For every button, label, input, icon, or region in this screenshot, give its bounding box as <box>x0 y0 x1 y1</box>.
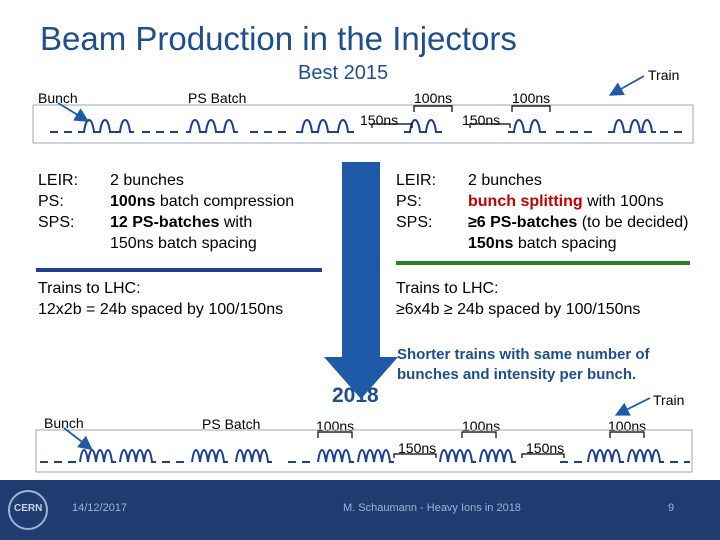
bunch-pair <box>608 119 646 133</box>
bunch-quad <box>627 449 664 463</box>
ps-label: PS: <box>396 193 422 210</box>
left-description: 2 bunches 100ns batch compression 12 PS-… <box>110 170 294 254</box>
bunch-pair <box>640 119 656 133</box>
left-machine-labels: LEIR: PS: SPS: <box>38 170 78 233</box>
bunch-quad <box>119 449 156 463</box>
bunch-pair <box>508 119 546 133</box>
bunch-quad <box>587 449 624 463</box>
bunch-quad <box>439 449 476 463</box>
trains-heading: Trains to LHC: <box>38 280 141 297</box>
bunch-pair <box>296 119 334 133</box>
ps-batch-label: PS Batch <box>202 416 261 432</box>
bunch-quad <box>235 449 272 463</box>
spacing-label-150ns: 150ns <box>526 440 565 456</box>
top-train-frame <box>32 104 694 144</box>
sps-spacing-text: 150ns batch spacing <box>110 235 257 252</box>
bunch-quad <box>357 449 394 463</box>
page-title: Beam Production in the Injectors <box>40 20 517 57</box>
bunch-quad <box>317 449 354 463</box>
bottom-train-frame <box>35 429 693 473</box>
bunch-pair <box>220 119 238 133</box>
leir-label: LEIR: <box>38 172 79 189</box>
sps-label: SPS: <box>396 214 433 231</box>
ps-text: 100ns batch compression <box>110 193 295 210</box>
footer-bar: CERN 14/12/2017 M. Schaumann - Heavy Ion… <box>0 480 720 540</box>
scenario-title-2015: Best 2015 <box>298 62 389 84</box>
bunch-label: Bunch <box>38 90 78 106</box>
bunch-pair <box>78 119 116 133</box>
spacing-label-150ns: 150ns <box>398 440 437 456</box>
ps-batch-label: PS Batch <box>188 90 247 106</box>
cern-logo-icon: CERN <box>8 490 48 530</box>
sps-text: ≥6 PS-batches (to be decided) <box>468 214 689 231</box>
bottom-bunch-groups <box>79 449 664 463</box>
sps-text: 12 PS-batches with <box>110 214 253 231</box>
spacing-label-100ns: 100ns <box>512 90 551 106</box>
sps-spacing-text: 150ns batch spacing <box>468 235 617 252</box>
bunch-pair <box>186 119 220 133</box>
bunch-quad <box>79 449 116 463</box>
transition-arrow <box>324 162 398 399</box>
bunch-pair <box>116 119 134 133</box>
sps-label: SPS: <box>38 214 75 231</box>
leir-text: 2 bunches <box>468 172 542 189</box>
train-label: Train <box>648 67 680 83</box>
bunch-pair <box>334 119 354 133</box>
leir-label: LEIR: <box>396 172 437 189</box>
ps-label: PS: <box>38 193 64 210</box>
note-text: Shorter trains with same number of bunch… <box>397 346 650 383</box>
train-label: Train <box>653 392 685 408</box>
top-pointer-arrows <box>57 75 645 122</box>
bunch-label: Bunch <box>44 415 84 431</box>
right-trains: Trains to LHC: ≥6x4b ≥ 24b spaced by 100… <box>396 278 640 320</box>
top-bunch-groups <box>78 119 656 133</box>
trains-text: ≥6x4b ≥ 24b spaced by 100/150ns <box>396 301 641 318</box>
trains-text: 12x2b = 24b spaced by 100/150ns <box>38 301 284 318</box>
trains-heading: Trains to LHC: <box>396 280 499 297</box>
leir-text: 2 bunches <box>110 172 184 189</box>
bunch-pair <box>404 119 442 133</box>
top-spacing-brackets <box>371 105 551 128</box>
footer-author: M. Schaumann - Heavy Ions in 2018 <box>343 502 521 514</box>
spacing-label-100ns: 100ns <box>414 90 453 106</box>
bunch-quad <box>191 449 228 463</box>
right-description: 2 bunches bunch splitting with 100ns ≥6 … <box>468 170 688 254</box>
right-machine-labels: LEIR: PS: SPS: <box>396 170 436 233</box>
footer-date: 14/12/2017 <box>72 502 128 514</box>
page-number: 9 <box>668 502 675 514</box>
bunch-quad <box>479 449 516 463</box>
bottom-spacing-brackets <box>317 431 645 458</box>
bottom-pointer-arrows <box>63 397 651 451</box>
left-trains: Trains to LHC: 12x2b = 24b spaced by 100… <box>38 278 283 320</box>
ps-text: bunch splitting with 100ns <box>468 193 664 210</box>
